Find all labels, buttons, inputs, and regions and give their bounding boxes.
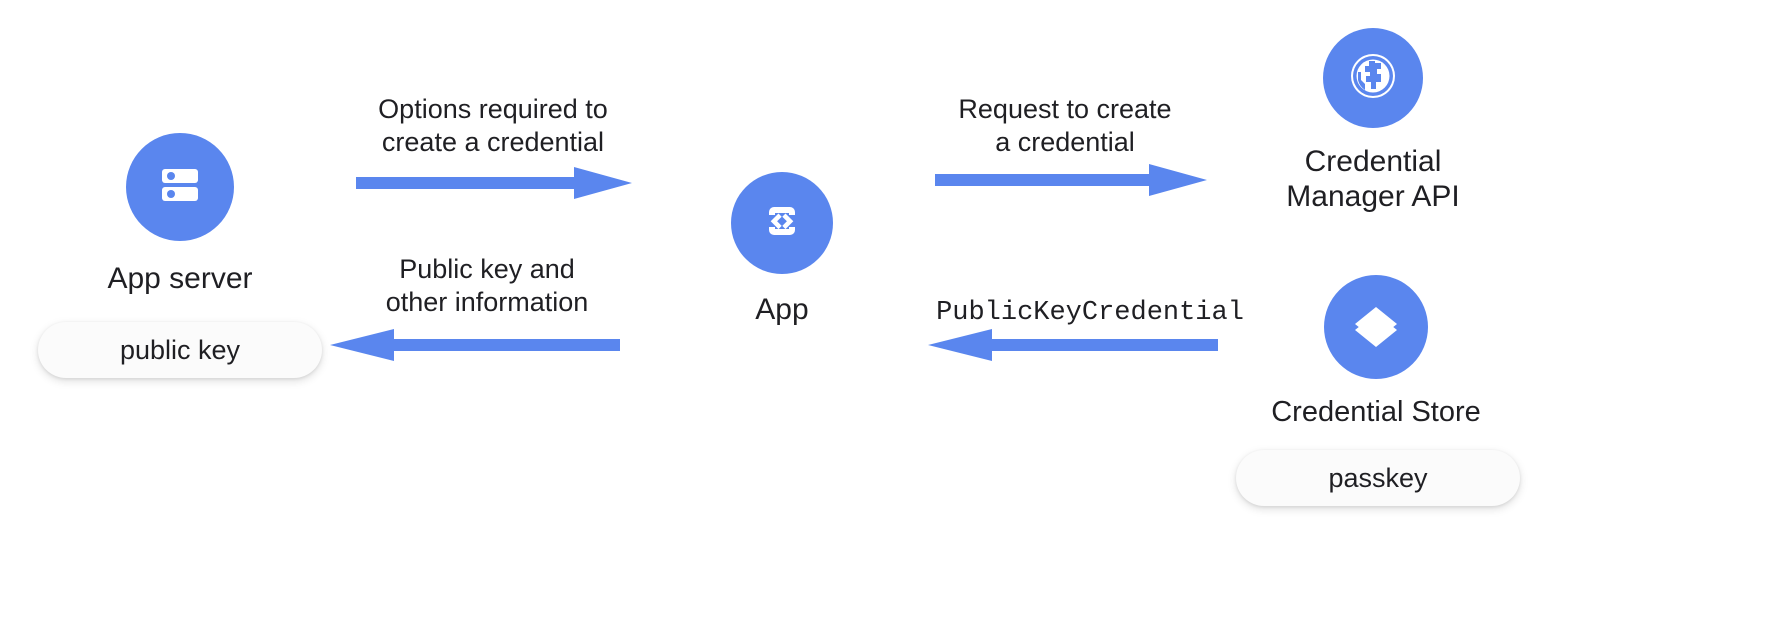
arrow-public-key-left [330, 325, 620, 365]
pill-public-key-text: public key [119, 334, 241, 365]
arrow-label-public-key-credential: PublicKeyCredential [936, 298, 1244, 328]
node-credential-manager-api: Credential Manager API [1232, 28, 1514, 215]
arrow-label-options: Options required to create a credential [378, 94, 608, 157]
arrow-label-request: Request to create a credential [958, 94, 1172, 157]
node-credential-store: Credential Store [1240, 275, 1512, 429]
app-label: App [755, 293, 809, 326]
arrow-label-public-key: Public key and other information [385, 254, 589, 317]
credential-store-label: Credential Store [1271, 396, 1481, 428]
server-icon [150, 155, 210, 220]
arrow-options-right [356, 163, 632, 203]
node-app-server: App server [40, 133, 320, 296]
pill-passkey-text: passkey [1328, 462, 1428, 493]
app-server-circle [126, 133, 234, 241]
app-code-phone-icon [753, 192, 811, 255]
app-server-label: App server [107, 262, 253, 295]
credential-store-circle [1324, 275, 1428, 379]
node-app: App [692, 172, 872, 327]
arrow-request-right [935, 160, 1207, 200]
arrow-public-key-credential-left [928, 325, 1218, 365]
credential-manager-api-circle [1323, 28, 1423, 128]
layers-icon [1345, 294, 1407, 361]
credential-manager-api-label: Credential Manager API [1286, 145, 1460, 214]
globe-icon [1342, 45, 1404, 112]
app-circle [731, 172, 833, 274]
pill-public-key: public key [38, 322, 322, 378]
pill-passkey: passkey [1236, 450, 1520, 506]
